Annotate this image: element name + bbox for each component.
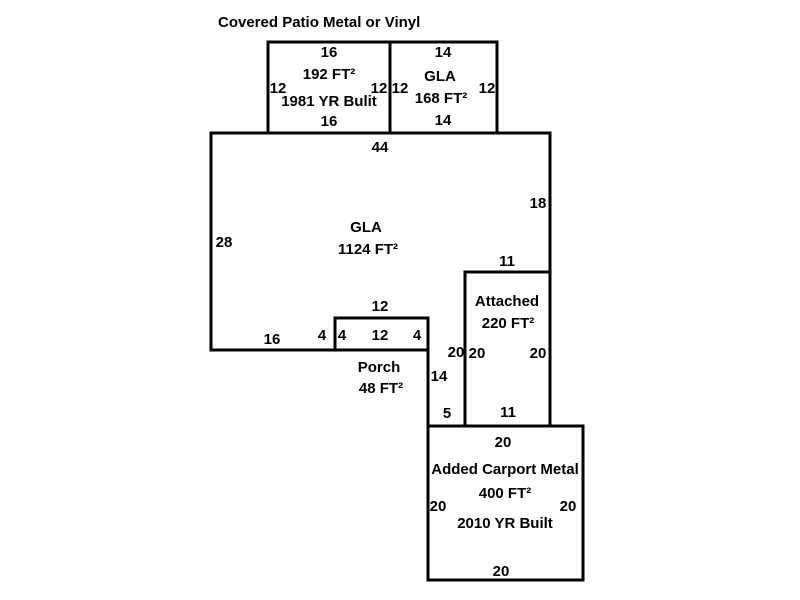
gla-addition-dim-left: 12 [392, 80, 409, 97]
main-gla-dim-right: 18 [530, 195, 547, 212]
carport-year: 2010 YR Built [457, 515, 553, 532]
porch-outline [333, 316, 430, 352]
gla-addition-dim-bottom: 14 [435, 112, 452, 129]
covered-patio-year: 1981 YR Bulit [281, 93, 377, 110]
porch-labels: 12 4 12 4 Porch 48 FT² [338, 298, 422, 397]
gla-addition-area: 168 FT² [415, 90, 468, 107]
porch-dim-right: 4 [413, 327, 422, 344]
gla-addition-label: GLA [424, 68, 456, 85]
covered-patio-area: 192 FT² [303, 66, 356, 83]
covered-patio-labels: 16 192 FT² 12 1981 YR Bulit 12 16 [270, 44, 388, 130]
main-gla-dim-notch: 4 [318, 327, 327, 344]
carport-labels: 20 Added Carport Metal 20 400 FT² 20 201… [430, 434, 579, 580]
attached-dim-bottom: 11 [500, 404, 516, 421]
attached-label: Attached [475, 293, 539, 310]
main-gla-dim-ext-bottom: 5 [443, 405, 451, 422]
covered-patio-dim-left: 12 [270, 80, 287, 97]
carport-outline [426, 424, 585, 582]
main-gla-dim-top: 44 [372, 139, 389, 156]
gla-addition-dim-top: 14 [435, 44, 452, 61]
carport-label: Added Carport Metal [431, 461, 579, 478]
porch-dim-left: 4 [338, 327, 347, 344]
carport-area: 400 FT² [479, 485, 532, 502]
main-gla-label: GLA [350, 219, 382, 236]
attached-dim-top: 11 [499, 253, 515, 270]
gla-addition-dim-right: 12 [479, 80, 496, 97]
sketch-title: Covered Patio Metal or Vinyl [218, 14, 420, 31]
attached-dim-left: 20 [469, 345, 486, 362]
main-gla-dim-bottom-left: 16 [264, 331, 281, 348]
main-gla-labels: 44 18 GLA 1124 FT² 28 16 4 20 14 5 [216, 139, 547, 422]
carport-dim-top: 20 [495, 434, 512, 451]
attached-labels: 11 Attached 220 FT² 20 20 11 [469, 253, 547, 421]
sketch-outlines [209, 40, 585, 582]
main-gla-area: 1124 FT² [338, 241, 398, 258]
porch-dim-inner: 12 [372, 327, 389, 344]
porch-label: Porch [358, 359, 401, 376]
carport-dim-left: 20 [430, 498, 447, 515]
carport-dim-bottom: 20 [493, 563, 510, 580]
covered-patio-dim-top: 16 [321, 44, 338, 61]
porch-dim-top-outside: 12 [372, 298, 389, 315]
main-gla-dim-ext-right: 20 [448, 344, 465, 361]
attached-dim-right: 20 [530, 345, 547, 362]
covered-patio-dim-right: 12 [371, 80, 388, 97]
main-gla-dim-left: 28 [216, 234, 233, 251]
covered-patio-dim-bottom: 16 [321, 113, 338, 130]
porch-area: 48 FT² [359, 380, 403, 397]
attached-area: 220 FT² [482, 315, 535, 332]
gla-addition-labels: 14 GLA 12 168 FT² 12 14 [392, 44, 496, 129]
main-gla-dim-ext-left: 14 [431, 368, 448, 385]
carport-dim-right: 20 [560, 498, 577, 515]
